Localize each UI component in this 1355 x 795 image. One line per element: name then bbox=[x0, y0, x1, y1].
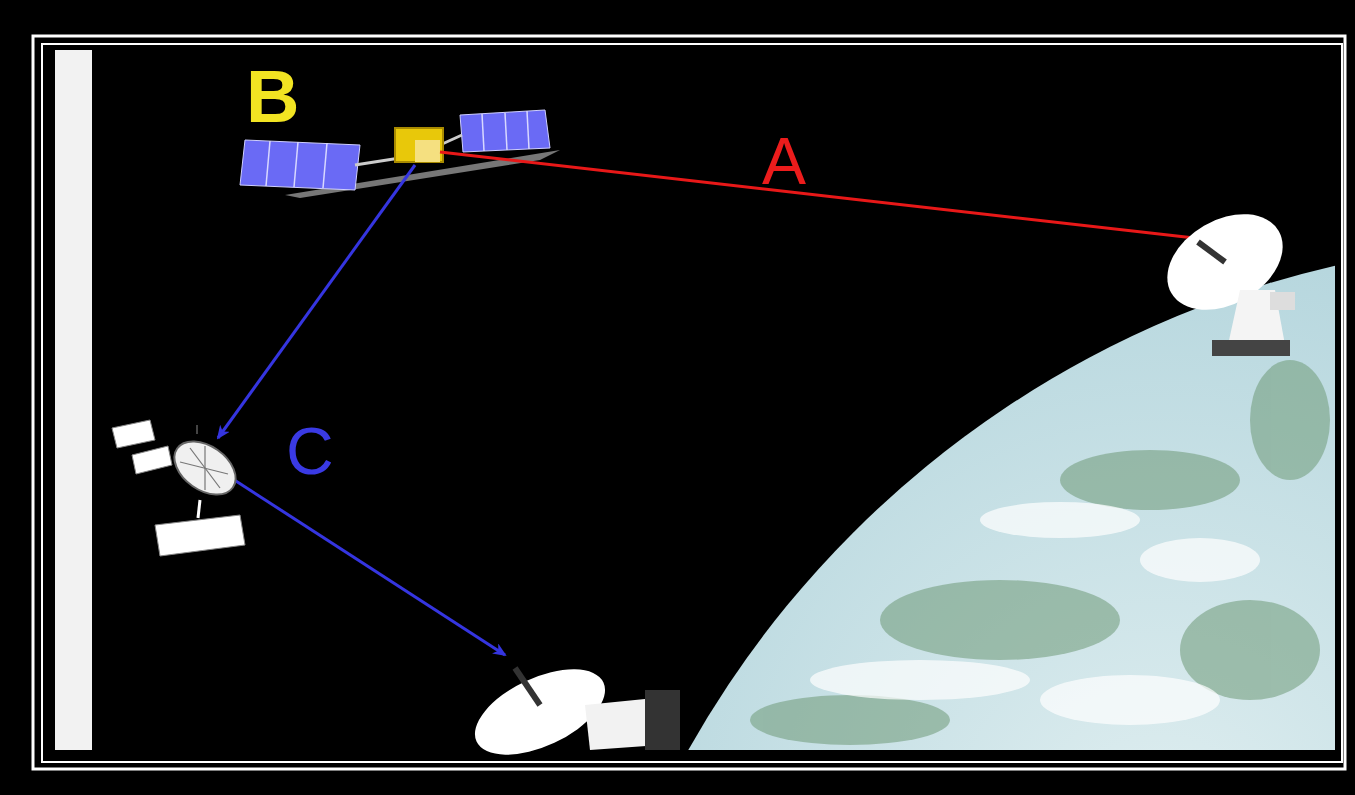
part-label: B bbox=[246, 60, 299, 134]
part-label: A bbox=[762, 128, 806, 194]
part-label: C bbox=[286, 418, 334, 484]
